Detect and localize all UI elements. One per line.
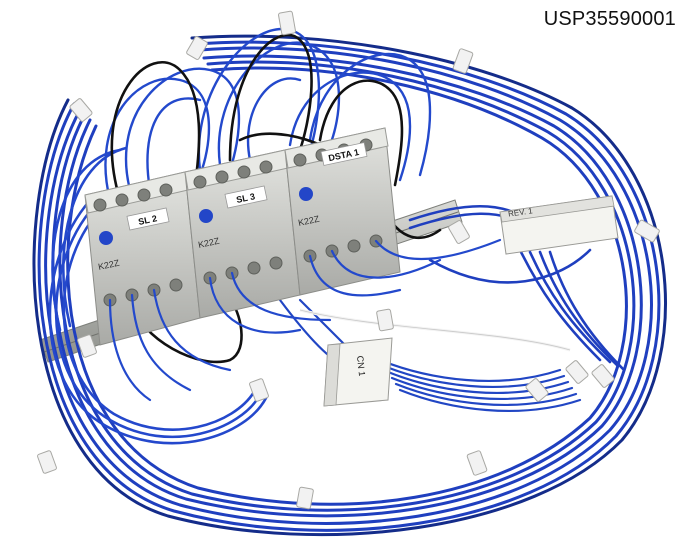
contactor-label-plate	[224, 185, 268, 209]
contactor-model: K22Z	[297, 214, 321, 228]
cable-tie	[296, 486, 314, 510]
indicator-dot	[199, 209, 213, 223]
contactor-label: SL 3	[235, 191, 256, 205]
contactor-label-plate	[320, 142, 368, 166]
cable-ties	[37, 10, 660, 510]
cable-tie	[525, 378, 549, 402]
contactor-label-plate	[126, 207, 170, 231]
terminal-screws-top	[193, 160, 273, 189]
wire-loops-upper	[104, 27, 432, 202]
cable-tie	[591, 364, 615, 388]
cable-tie	[565, 360, 589, 384]
contactor-label: SL 2	[137, 213, 158, 227]
contactor-sl3: SL 3 K22Z	[184, 149, 301, 319]
cable-tie	[69, 98, 93, 122]
connector-label: REV. 1	[508, 206, 534, 218]
contactor-dsta1: DSTA 1 K22Z	[284, 127, 401, 296]
cable-tie	[186, 36, 208, 60]
cable-tie	[77, 334, 97, 358]
contactor-model: K22Z	[97, 258, 121, 272]
cable-tie	[278, 10, 296, 36]
cable-tie	[452, 48, 474, 74]
cable-tie	[376, 308, 394, 332]
connector-rev1: REV. 1	[499, 195, 619, 255]
contactor-model: K22Z	[197, 236, 221, 250]
white-wire-edge	[299, 309, 571, 351]
connector-label: CN 1	[355, 355, 367, 376]
cable-tie	[448, 220, 470, 244]
contactor-sl2: SL 2 K22Z	[84, 171, 201, 346]
connector-cn1: CN 1	[323, 337, 393, 407]
wire-drops	[108, 238, 502, 402]
wire-bundle-cn1	[278, 298, 582, 412]
part-number: USP35590001	[543, 8, 676, 30]
indicator-dot	[299, 187, 313, 201]
cable-tie	[466, 450, 488, 476]
cable-tie	[37, 450, 57, 474]
cable-tie	[634, 219, 660, 243]
cable-tie	[249, 378, 269, 402]
terminal-screws-top	[93, 183, 173, 212]
indicator-dot	[99, 231, 113, 245]
